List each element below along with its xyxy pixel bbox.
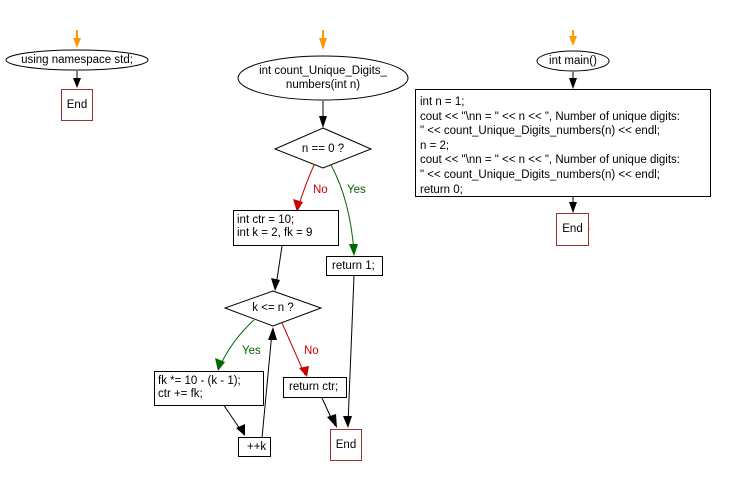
start-label-count-line2: numbers(int n) xyxy=(285,79,361,91)
arrow-body-to-increment xyxy=(222,403,245,436)
decision2-no-label: No xyxy=(304,345,319,357)
decision2-yes-label: Yes xyxy=(242,345,261,357)
decision2-label: k <= n ? xyxy=(252,302,294,314)
start-label-main: int main() xyxy=(549,55,597,67)
arrow-decision1-no xyxy=(293,164,315,212)
end-label-count: End xyxy=(335,439,357,451)
main-body-line-3: " << count_Unique_Digits_numbers(n) << e… xyxy=(420,125,660,138)
init-line-2: int k = 2, fk = 9 xyxy=(237,227,313,240)
arrow-start-to-decision1 xyxy=(319,101,327,128)
end-node-count xyxy=(330,429,362,461)
main-body-box: int n = 1; cout << "\nn = " << n << ", N… xyxy=(415,89,711,197)
return-ctr-box: return ctr; xyxy=(283,377,347,398)
arrow-body-to-end-main xyxy=(569,197,577,213)
arrow-init-to-decision2 xyxy=(271,245,283,291)
loop-body-line-1: fk *= 10 - (k - 1); xyxy=(158,375,241,387)
decision1-yes-label: Yes xyxy=(347,184,366,196)
end-node-namespace xyxy=(61,89,93,121)
arrow-returnctr-to-end xyxy=(321,397,337,428)
entry-arrow-main xyxy=(569,30,577,46)
start-label-namespace: using namespace std; xyxy=(21,54,133,66)
init-process-box: int ctr = 10; int k = 2, fk = 9 xyxy=(233,210,339,246)
entry-arrow-namespace xyxy=(73,30,81,48)
return-one-box: return 1; xyxy=(326,256,383,276)
arrow-return1-to-end xyxy=(343,275,355,428)
arrow-decision2-no xyxy=(281,322,309,377)
loop-body-line-2: ctr += fk; xyxy=(158,388,203,401)
end-node-main xyxy=(556,213,589,246)
start-node-namespace xyxy=(5,49,149,71)
arrow-increment-to-decision2 xyxy=(261,327,277,439)
main-body-line-2: cout << "\nn = " << n << ", Number of un… xyxy=(420,110,680,123)
main-body-line-6: " << count_Unique_Digits_numbers(n) << e… xyxy=(420,168,660,181)
main-body-line-4: n = 2; xyxy=(420,139,450,152)
start-node-main xyxy=(536,50,610,72)
main-body-line-7: return 0; xyxy=(420,183,463,196)
arrow-decision2-yes xyxy=(215,319,255,371)
arrow-decision1-yes xyxy=(330,164,358,256)
arrow-namespace-to-end xyxy=(73,71,81,88)
entry-arrow-count xyxy=(319,30,327,50)
decision1-label: n == 0 ? xyxy=(301,143,345,155)
main-body-line-5: cout << "\nn = " << n << ", Number of un… xyxy=(420,154,680,167)
main-body-line-1: int n = 1; xyxy=(420,96,465,108)
init-line-1: int ctr = 10; xyxy=(237,214,295,226)
return-ctr-label: return ctr; xyxy=(289,381,339,393)
start-node-count xyxy=(237,55,409,101)
decision-n-equals-zero xyxy=(273,127,373,169)
decision-k-le-n xyxy=(223,290,323,327)
end-label-namespace: End xyxy=(66,99,88,111)
increment-box: ++k xyxy=(238,437,271,457)
decision1-no-label: No xyxy=(313,184,328,196)
end-label-main: End xyxy=(562,223,583,235)
increment-label: ++k xyxy=(247,441,267,453)
arrow-main-to-body xyxy=(569,72,577,89)
loop-body-box: fk *= 10 - (k - 1); ctr += fk; xyxy=(154,371,264,406)
return-one-label: return 1; xyxy=(332,260,375,272)
start-label-count-line1: int count_Unique_Digits_ xyxy=(259,65,387,77)
